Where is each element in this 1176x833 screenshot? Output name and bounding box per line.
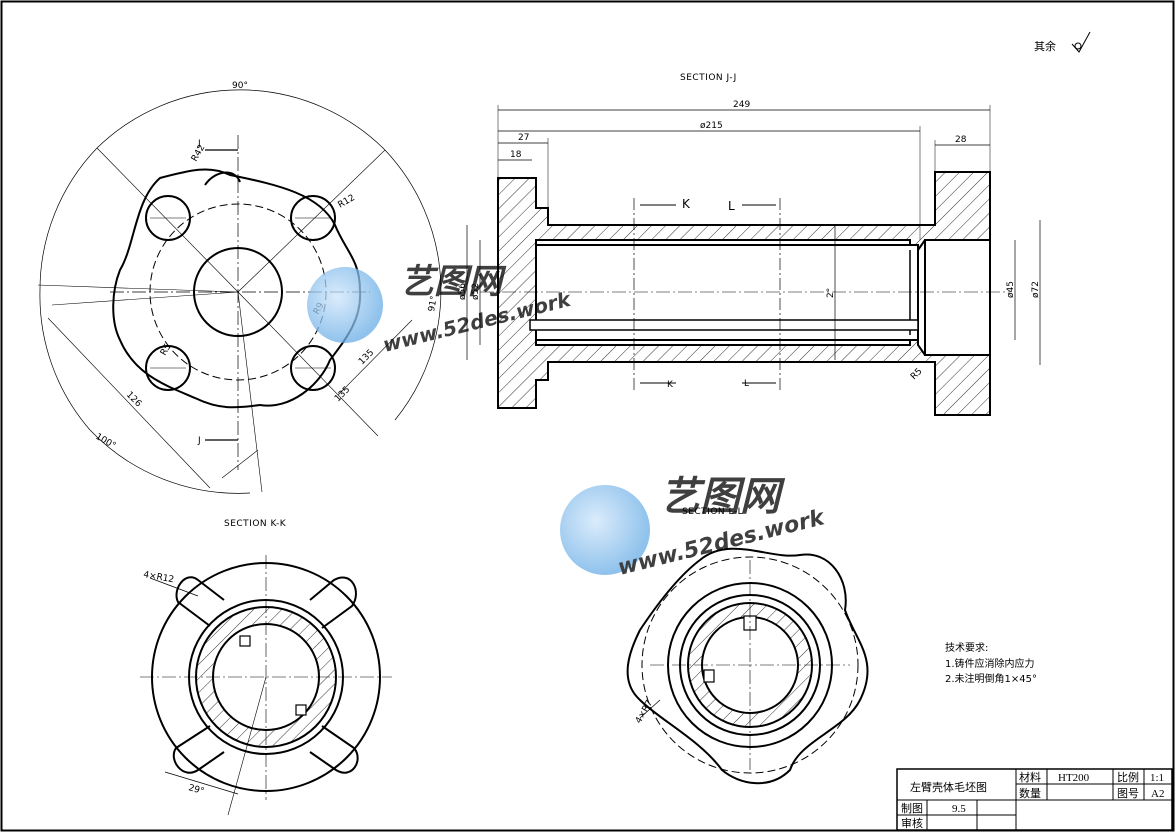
section-jj: [466, 105, 1041, 416]
d215-label: ø215: [700, 121, 723, 131]
r5-left-label: R5: [159, 342, 174, 357]
watermark-brand-mid: 艺图网: [660, 474, 786, 520]
cut-k-bottom: K: [667, 380, 674, 390]
d126-label: 126: [124, 390, 143, 409]
section-kk-title: SECTION K-K: [224, 519, 287, 529]
tech-line-1: 1.铸件应消除内应力: [945, 657, 1035, 670]
material-value: HT200: [1058, 772, 1090, 784]
end-view-labels: 90° 100° 91° R42 R12 R9 126 135 135 R5 J…: [94, 81, 440, 451]
watermark-globe-icon: [307, 267, 383, 343]
angle-90-label: 90°: [232, 81, 248, 91]
r12-label: R12: [337, 193, 357, 211]
section-kk: [140, 555, 392, 816]
d45-label: ø45: [1006, 281, 1016, 298]
section-ll-labels: 4×R7: [634, 699, 655, 726]
watermark-globe-icon: [560, 485, 650, 575]
d27-label: 27: [518, 133, 529, 143]
section-ll: [626, 547, 869, 785]
angle-29-label: 29°: [187, 783, 205, 797]
technical-requirements: 技术要求: 1.铸件应消除内应力 2.未注明倒角1×45°: [945, 641, 1037, 685]
drawing-no-label: 图号: [1117, 787, 1139, 800]
d72-label: ø72: [1031, 281, 1041, 298]
d18-label: 18: [510, 150, 522, 160]
section-jj-title: SECTION J-J: [680, 73, 737, 83]
material-label: 材料: [1019, 770, 1041, 784]
section-ll-title: SECTION L-L: [682, 507, 743, 517]
check-label: 审核: [901, 816, 923, 830]
roughness-text: 其余: [1034, 39, 1056, 53]
angle-91-label: 91°: [427, 295, 440, 312]
d28-label: 28: [955, 135, 967, 145]
d249-label: 249: [733, 100, 750, 110]
cut-l-top: L: [728, 199, 735, 213]
d135-label: 135: [333, 385, 352, 404]
r5-label: R5: [909, 367, 925, 383]
j-top-label: J: [197, 139, 201, 149]
tech-line-2: 2.未注明倒角1×45°: [945, 672, 1037, 685]
kk-r12-label: 4×R12: [142, 570, 174, 585]
ll-r7-label: 4×R7: [634, 699, 655, 726]
drawing-name: 左臂壳体毛坯图: [910, 780, 987, 794]
cut-l-bottom: L: [744, 379, 749, 389]
d52-label: ø52: [471, 283, 481, 300]
drawing-no-value: A2: [1151, 788, 1164, 800]
tech-heading: 技术要求:: [945, 641, 988, 654]
j-bottom-label: J: [197, 436, 201, 446]
title-block-text: 左臂壳体毛坯图 材料 HT200 比例 1:1 数量 图号 A2 制图 9.5 …: [901, 770, 1164, 830]
quantity-label: 数量: [1019, 787, 1041, 800]
scale-label: 比例: [1117, 770, 1139, 784]
watermark-brand-top: 艺图网: [400, 262, 507, 302]
drawn-label: 制图: [901, 802, 923, 815]
angle-100-label: 100°: [94, 432, 118, 452]
title-block: [896, 768, 1173, 831]
d135b-label: 135: [357, 348, 376, 367]
roughness-note: 其余: [1034, 31, 1091, 53]
cut-k-top: K: [682, 197, 691, 211]
scale-value: 1:1: [1150, 772, 1164, 784]
d56-label: ø56: [458, 283, 468, 300]
drawn-value: 9.5: [952, 803, 966, 815]
deg2-label: 2°: [826, 288, 836, 298]
